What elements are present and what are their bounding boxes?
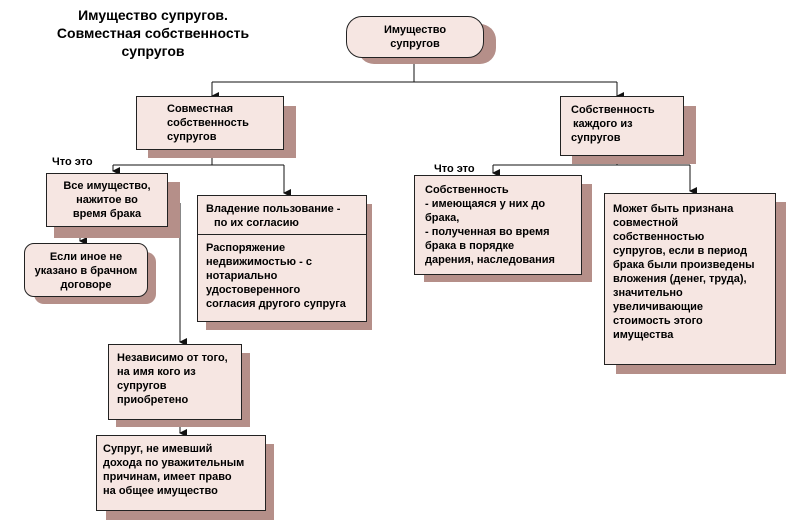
all-property-node: Все имущество, нажитое во время брака	[46, 173, 168, 227]
ownership-top-line-2: по их согласию	[214, 217, 299, 229]
own-property-line-3: брака,	[425, 212, 460, 224]
joint-ownership-line-3: супругов	[167, 131, 217, 143]
ownership-rules-node: Владение пользование - по их согласию Ра…	[197, 195, 367, 322]
no-income-line-2: дохода по уважительным	[103, 457, 245, 469]
title-line-1: Имущество супругов.	[78, 7, 228, 23]
joint-recognize-line-5: брака были произведены	[613, 259, 755, 271]
regardless-node: Независимо от того, на имя кого из супру…	[108, 344, 242, 420]
left-what-label: Что это	[52, 156, 93, 168]
no-income-line-3: причинам, имеет право	[103, 471, 232, 483]
ownership-top-section: Владение пользование - по их согласию	[198, 196, 366, 234]
all-property-line-1: Все имущество,	[63, 180, 151, 192]
ownership-bottom-line-3: нотариально	[206, 270, 278, 282]
ownership-bottom-section: Распоряжение недвижимостью - с нотариаль…	[198, 234, 366, 311]
all-property-line-3: время брака	[72, 208, 142, 220]
own-property-line-5: брака в порядке	[425, 240, 515, 252]
separate-ownership-line-2: каждого из	[573, 118, 633, 130]
joint-recognize-line-9: стоимость этого	[613, 315, 703, 327]
ownership-bottom-line-2: недвижимостью - с	[206, 256, 312, 268]
all-property-line-2: нажитое во	[76, 194, 138, 206]
regardless-line-4: приобретено	[117, 394, 189, 406]
joint-recognize-line-6: вложения (денег, труда),	[613, 273, 747, 285]
unless-line-2: указано в брачном	[34, 265, 138, 277]
ownership-top-line-1: Владение пользование -	[206, 203, 341, 215]
own-property-line-6: дарения, наследования	[425, 254, 555, 266]
joint-recognize-line-1: Может быть признана	[613, 203, 734, 215]
ownership-bottom-line-4: удостоверенного	[206, 284, 301, 296]
diagram-title: Имущество супругов. Совместная собственн…	[38, 6, 268, 60]
no-income-line-4: на общее имущество	[103, 485, 218, 497]
own-property-node: Собственность - имеющаяся у них до брака…	[414, 175, 582, 275]
joint-recognize-line-8: увеличивающие	[613, 301, 704, 313]
own-property-line-4: - полученная во время	[425, 226, 550, 238]
no-income-node: Супруг, не имевший дохода по уважительны…	[96, 435, 266, 511]
unless-line-3: договоре	[60, 279, 112, 291]
root-line-2: супругов	[390, 38, 440, 50]
joint-recognize-line-7: значительно	[613, 287, 683, 299]
joint-recognize-node: Может быть признана совместной собственн…	[604, 193, 776, 365]
regardless-line-2: на имя кого из	[117, 366, 196, 378]
separate-ownership-node: Собственность каждого из супругов	[560, 96, 684, 156]
joint-recognize-line-3: собственностью	[613, 231, 705, 243]
title-line-2: Совместная собственность	[56, 25, 250, 41]
ownership-bottom-line-1: Распоряжение	[206, 242, 286, 254]
title-line-3: супругов	[121, 43, 185, 59]
joint-recognize-line-2: совместной	[613, 217, 679, 229]
unless-node: Если иное не указано в брачном договоре	[24, 243, 148, 297]
own-property-line-1: Собственность	[425, 184, 509, 196]
root-node: Имущество супругов	[346, 16, 484, 58]
separate-ownership-line-1: Собственность	[571, 104, 655, 116]
joint-recognize-line-4: супругов, если в период	[613, 245, 748, 257]
separate-ownership-line-3: супругов	[571, 132, 621, 144]
regardless-line-1: Независимо от того,	[117, 352, 228, 364]
ownership-bottom-line-5: согласия другого супруга	[206, 298, 346, 310]
regardless-line-3: супругов	[117, 380, 167, 392]
own-property-line-2: - имеющаяся у них до	[425, 198, 546, 210]
joint-ownership-line-2: собственность	[167, 117, 249, 129]
joint-recognize-line-10: имущества	[613, 329, 674, 341]
right-what-label: Что это	[434, 163, 475, 175]
joint-ownership-node: Совместная собственность супругов	[136, 96, 284, 150]
joint-ownership-line-1: Совместная	[167, 103, 234, 115]
root-line-1: Имущество	[383, 24, 447, 36]
unless-line-1: Если иное не	[49, 251, 123, 263]
no-income-line-1: Супруг, не имевший	[103, 443, 213, 455]
